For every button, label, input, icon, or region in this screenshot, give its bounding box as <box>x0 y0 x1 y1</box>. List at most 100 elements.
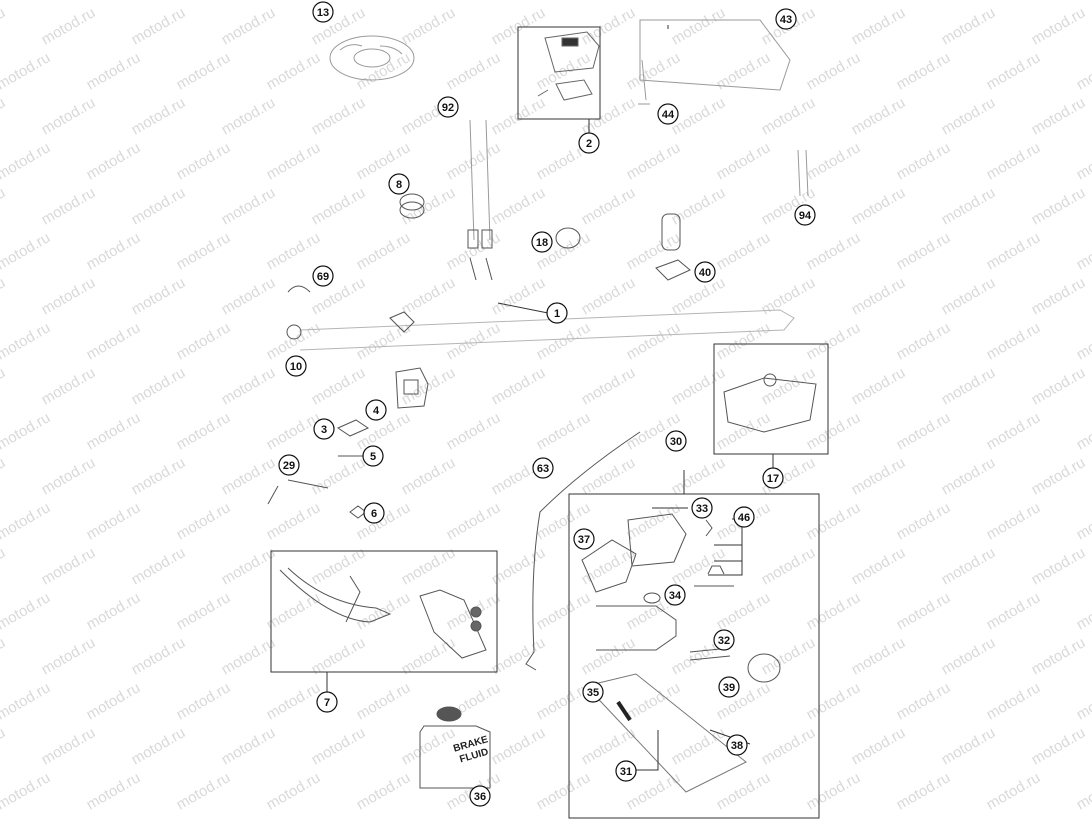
callout-10: 10 <box>285 355 307 377</box>
callout-layer: 1343922448941840691104352966330173346373… <box>278 1 816 807</box>
watermark-text: motod.ru <box>219 184 279 228</box>
callout-circle <box>546 302 568 324</box>
watermark-text: motod.ru <box>39 364 99 408</box>
watermark-text: motod.ru <box>894 139 954 183</box>
watermark-text: motod.ru <box>579 454 639 498</box>
callout-circle <box>762 467 784 489</box>
watermark-text: motod.ru <box>174 319 234 363</box>
watermark-text: motod.ru <box>354 499 414 543</box>
watermark-text: motod.ru <box>264 679 324 723</box>
callout-circle <box>469 785 491 807</box>
callout-circle <box>312 265 334 287</box>
watermark-text: motod.ru <box>894 679 954 723</box>
callout-38: 38 <box>726 734 748 756</box>
watermark-text: motod.ru <box>0 0 53 3</box>
watermark-text: motod.ru <box>84 589 144 633</box>
callout-number: 30 <box>670 436 682 448</box>
watermark-text: motod.ru <box>39 4 99 48</box>
callout-46: 46 <box>733 506 755 528</box>
watermark-text: motod.ru <box>354 229 414 273</box>
callout-circle <box>285 355 307 377</box>
clamp-8-drawing <box>399 193 425 219</box>
watermark-text: motod.ru <box>849 4 909 48</box>
callout-number: 33 <box>696 503 708 515</box>
watermark-text: motod.ru <box>624 139 684 183</box>
watermark-text: motod.ru <box>399 274 459 318</box>
part-29-drawing <box>267 479 329 505</box>
watermark-text: motod.ru <box>84 319 144 363</box>
callout-8: 8 <box>388 173 410 195</box>
rear-brake-pedal-box <box>270 550 498 673</box>
watermark-text: motod.ru <box>174 769 234 813</box>
watermark-text: motod.ru <box>0 319 53 363</box>
watermark-text: motod.ru <box>759 364 819 408</box>
watermark-text: motod.ru <box>0 679 53 723</box>
master-cylinder-box <box>568 493 820 819</box>
watermark-text: motod.ru <box>714 409 774 453</box>
watermark-text: motod.ru <box>0 4 8 48</box>
watermark-text: motod.ru <box>984 319 1044 363</box>
watermark-text: motod.ru <box>804 499 864 543</box>
watermark-text: motod.ru <box>624 499 684 543</box>
watermark-text: motod.ru <box>579 184 639 228</box>
watermark-text: motod.ru <box>849 544 909 588</box>
watermark-text: motod.ru <box>39 814 99 819</box>
watermark-text: motod.ru <box>0 184 8 228</box>
callout-31: 31 <box>615 760 637 782</box>
watermark-text: motod.ru <box>804 679 864 723</box>
watermark-text: motod.ru <box>309 724 369 768</box>
watermark-text: motod.ru <box>489 274 549 318</box>
brake-disc-drawing <box>329 35 415 81</box>
watermark-text: motod.ru <box>939 4 999 48</box>
callout-36: 36 <box>469 785 491 807</box>
watermark-text: motod.ru <box>129 454 189 498</box>
callout-1: 1 <box>546 302 568 324</box>
callout-number: 8 <box>396 179 402 191</box>
watermark-text: motod.ru <box>669 364 729 408</box>
watermark-text: motod.ru <box>0 49 53 93</box>
watermark-text: motod.ru <box>759 544 819 588</box>
watermark-text: motod.ru <box>624 49 684 93</box>
watermark-text: motod.ru <box>804 229 864 273</box>
watermark-text: motod.ru <box>714 49 774 93</box>
callout-44: 44 <box>657 103 679 125</box>
callout-32: 32 <box>713 629 735 651</box>
watermark-text: motod.ru <box>354 679 414 723</box>
part-40-drawing <box>655 213 691 281</box>
watermark-text: motod.ru <box>264 499 324 543</box>
part-43-drawing <box>639 19 791 91</box>
watermark-text: motod.ru <box>0 634 8 678</box>
watermark-text: motod.ru <box>399 454 459 498</box>
part-44-drawing <box>638 59 650 105</box>
callout-37: 37 <box>573 528 595 550</box>
watermark-text: motod.ru <box>804 409 864 453</box>
callout-number: 1 <box>554 308 560 320</box>
master-cylinder-drawing <box>581 513 781 793</box>
watermark-text: motod.ru <box>849 274 909 318</box>
watermark-text: motod.ru <box>1074 229 1092 273</box>
watermark-text: motod.ru <box>579 544 639 588</box>
watermark-text: motod.ru <box>174 49 234 93</box>
watermark-text: motod.ru <box>579 634 639 678</box>
callout-circle <box>437 96 459 118</box>
watermark-text: motod.ru <box>894 409 954 453</box>
watermark-text: motod.ru <box>129 184 189 228</box>
callout-number: 7 <box>324 697 330 709</box>
watermark-text: motod.ru <box>1029 814 1089 819</box>
callout-number: 35 <box>587 687 599 699</box>
watermark-text: motod.ru <box>444 139 504 183</box>
callout-number: 2 <box>586 138 592 150</box>
watermark-text: motod.ru <box>84 49 144 93</box>
watermark-text: motod.ru <box>579 4 639 48</box>
callout-number: 92 <box>442 102 454 114</box>
watermark-text: motod.ru <box>624 229 684 273</box>
watermark-text: motod.ru <box>174 589 234 633</box>
callout-circle <box>532 457 554 479</box>
watermark-text: motod.ru <box>84 139 144 183</box>
callout-3: 3 <box>313 418 335 440</box>
watermark-text: motod.ru <box>984 139 1044 183</box>
callout-number: 63 <box>537 463 549 475</box>
callout-number: 18 <box>536 237 548 249</box>
watermark-text: motod.ru <box>444 409 504 453</box>
